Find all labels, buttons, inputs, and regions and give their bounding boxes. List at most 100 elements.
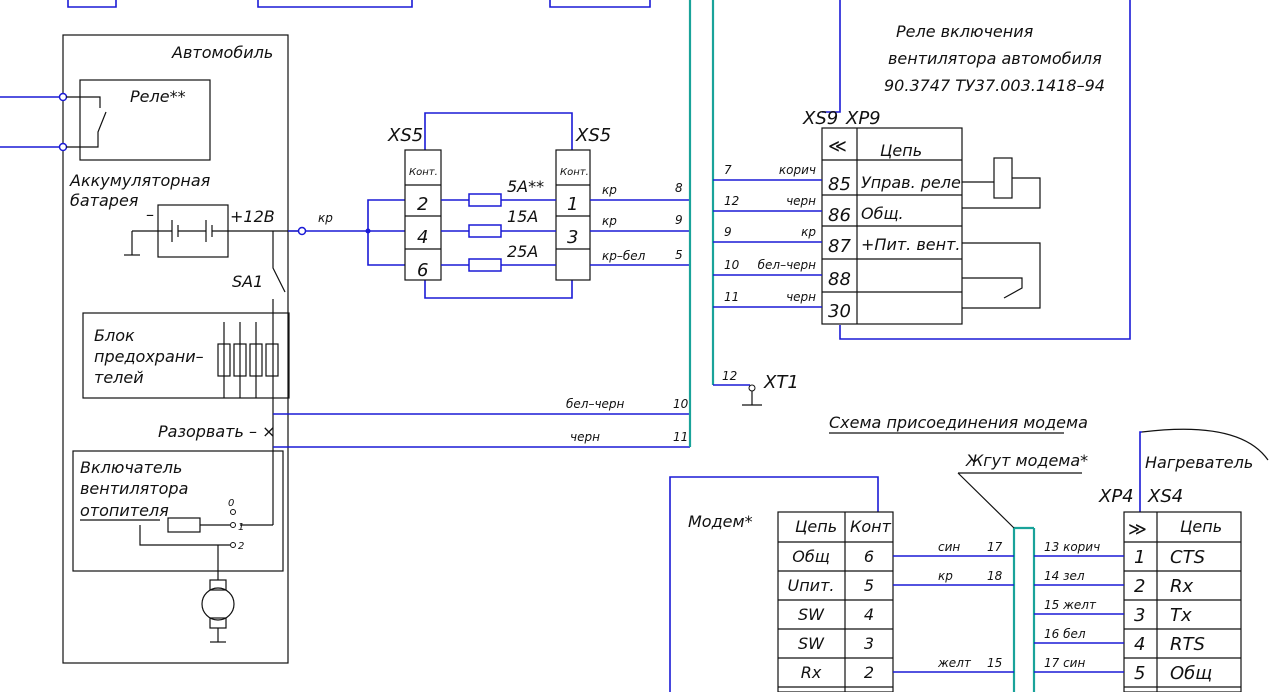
sa1-label: SA1 — [232, 272, 263, 291]
fuse-rating: 15А — [507, 207, 538, 226]
heater-block: Нагреватель XP4 XS4 ≫ Цепь — [1098, 428, 1269, 692]
xt1-ground-icon — [713, 384, 762, 406]
modem-wire-num: 15 — [987, 656, 1002, 670]
bottom-wire-color: бел–черн — [566, 397, 625, 411]
fuse-rating: 5А** — [507, 177, 544, 196]
modem-col-circuit: Цепь — [795, 517, 837, 536]
xs5-right-kont: Конт. — [560, 167, 589, 178]
heater-switch-icon — [80, 509, 273, 580]
xs5-left-pin: 6 — [417, 260, 428, 281]
fuse-block-label-line3: телей — [94, 368, 144, 387]
harness-trunks — [688, 0, 1036, 692]
modem-circuit: SW — [798, 634, 825, 653]
heater-pin: 3 — [1134, 605, 1145, 626]
heater-switch-label-line1: Включатель — [80, 458, 182, 477]
modem-block: Модем* Цепь Конт — [669, 476, 894, 692]
heater-pin: 4 — [1134, 634, 1145, 655]
heater-pin: 2 — [1134, 576, 1145, 597]
battery-minus: – — [146, 205, 154, 224]
heater-col-header: Цепь — [1180, 517, 1222, 536]
modem-col-kont: Конт — [850, 517, 892, 536]
relay-wire-color: кр — [801, 225, 816, 239]
modem-wire-num: 17 — [987, 540, 1003, 554]
main-feed-wire — [288, 199, 405, 266]
xt1-label: XT1 — [763, 372, 799, 393]
switch-pos-0: 0 — [228, 498, 234, 509]
relay-col-header: Цепь — [880, 141, 922, 160]
connector-arrow-icon: ≫ — [1128, 519, 1147, 540]
modem-kont: 6 — [864, 547, 874, 566]
top-partial-boxes — [67, 0, 651, 8]
modem-circuit: Uпит. — [788, 576, 835, 595]
fan-motor-icon — [201, 579, 235, 643]
heater-label: Нагреватель — [1145, 453, 1253, 472]
xs4-label: XS4 — [1147, 486, 1183, 507]
razorvat-label: Разорвать – × — [158, 422, 275, 441]
xs5-wire-color: кр — [602, 183, 617, 197]
xs5-wire-num: 9 — [675, 213, 683, 227]
switch-pos-2: 2 — [238, 541, 244, 552]
relay-wire-color: корич — [779, 163, 816, 177]
relay-wire-num: 11 — [724, 290, 739, 304]
xs5-connector: XS5 XS5 Конт. Конт. 2 4 6 1 3 5А** 15А 2… — [387, 112, 690, 299]
relay-title-line1: Реле включения — [896, 22, 1034, 41]
bottom-wire-color: черн — [570, 430, 600, 444]
relay-block: Реле включения вентилятора автомобиля 90… — [802, 0, 1131, 340]
heater-circuit: RTS — [1170, 634, 1205, 655]
xs9-label: XS9 — [802, 108, 838, 129]
relay-circuit: +Пит. вент. — [861, 235, 960, 254]
relay-circuit: Управ. реле — [861, 173, 961, 192]
relay-pin: 88 — [828, 269, 851, 290]
xs5-right-pin: 3 — [567, 227, 578, 248]
modem-kont: 3 — [864, 634, 874, 653]
car-box-title: Автомобиль — [171, 43, 273, 62]
xp9-label: XP9 — [845, 108, 881, 129]
modem-wire-color: кр — [938, 569, 953, 583]
connector-arrow-icon: ≪ — [828, 136, 847, 157]
xs5-left-kont: Конт. — [409, 167, 438, 178]
bottom-wire-num: 10 — [673, 397, 689, 411]
fuse-block-label-line2: предохрани– — [94, 347, 204, 366]
heater-wire-label: 17 син — [1044, 656, 1085, 670]
relay-wire-color: черн — [786, 290, 816, 304]
relay-title-line3: 90.3747 ТУ37.003.1418–94 — [884, 76, 1105, 95]
modem-circuit: Общ — [792, 547, 830, 566]
relay-pin: 85 — [828, 174, 851, 195]
modem-circuit: Rx — [801, 663, 822, 682]
bottom-wire-num: 11 — [673, 430, 688, 444]
xp4-label: XP4 — [1098, 486, 1134, 507]
battery-icon — [124, 204, 300, 258]
battery-label-line2: батарея — [70, 191, 139, 210]
xs5-wire-color: кр–бел — [602, 249, 646, 263]
modem-label: Модем* — [688, 512, 753, 531]
xs5-left-label: XS5 — [387, 125, 423, 146]
relay-wire-num: 9 — [724, 225, 732, 239]
heater-circuit: Tx — [1170, 605, 1192, 626]
xs5-wire-num: 5 — [675, 248, 683, 262]
harness-label: Жгут модема* — [965, 451, 1088, 470]
relay-wire-color: черн — [786, 194, 816, 208]
relay-wire-num: 10 — [724, 258, 740, 272]
battery-plus-label: +12В — [230, 207, 275, 226]
heater-circuit: CTS — [1170, 547, 1205, 568]
xs5-wire-num: 8 — [675, 181, 683, 195]
battery-label-line1: Аккумуляторная — [69, 171, 211, 190]
heater-wire-label: 14 зел — [1044, 569, 1085, 583]
fuse-icon — [468, 193, 502, 207]
relay-pin: 86 — [828, 205, 851, 226]
modem-wire-color: син — [938, 540, 960, 554]
xs5-left-pin: 2 — [417, 194, 428, 215]
modem-title: Схема присоединения модема — [829, 413, 1088, 432]
relay-wire-color: бел–черн — [758, 258, 817, 272]
heater-pin: 5 — [1134, 663, 1145, 684]
heater-wire-label: 13 корич — [1044, 540, 1100, 554]
modem-wire-color: желт — [937, 656, 972, 670]
heater-switch-label-line2: вентилятора — [80, 479, 188, 498]
relay-wire-num: 7 — [724, 163, 732, 177]
switch-pos-1: 1 — [238, 522, 244, 533]
xs5-wire-color: кр — [602, 214, 617, 228]
